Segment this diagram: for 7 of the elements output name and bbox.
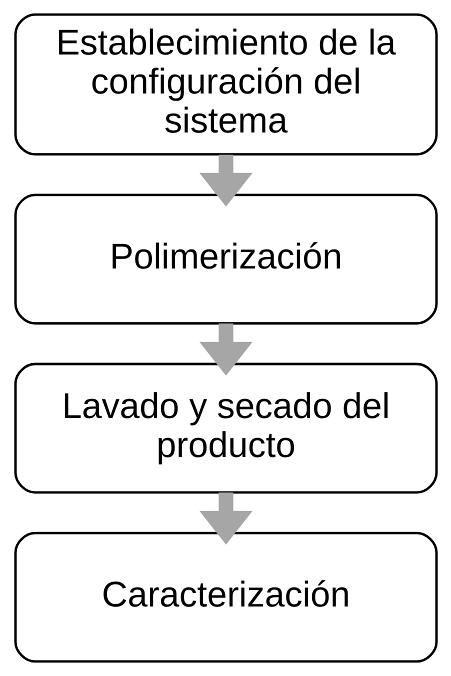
arrow [198,154,252,207]
node-box: Lavado y secado del producto [14,362,438,494]
node-box: Polimerización [14,194,438,325]
node-box: Caracterización [14,532,438,663]
arrow [198,492,252,545]
arrow [198,323,252,376]
node-box: Establecimiento de la configuración del sistema [14,13,438,156]
